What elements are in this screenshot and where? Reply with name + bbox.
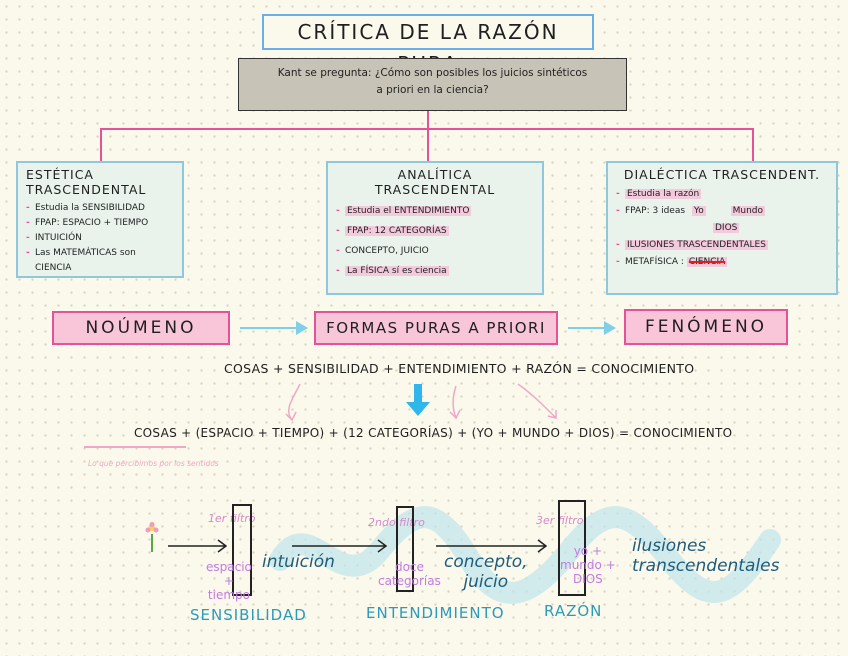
dialectica-item: ILUSIONES TRASCENDENTALES bbox=[616, 237, 828, 254]
filter-3 bbox=[558, 500, 586, 596]
pink-arrow-1 bbox=[285, 383, 301, 422]
question-line-2: a priori en la ciencia? bbox=[376, 84, 489, 96]
senses-note: Lo que percibimos por los sentidos bbox=[88, 459, 219, 468]
filter-1-content: espacio + tiempo bbox=[206, 560, 252, 602]
intuicion-word: intuición bbox=[262, 552, 335, 572]
filter-1-label: 1er filtro bbox=[208, 512, 256, 525]
page-title: CRÍTICA DE LA RAZÓN PURA bbox=[262, 14, 594, 76]
dialectica-item: Estudia la razón bbox=[616, 186, 828, 203]
blue-down-arrow bbox=[406, 384, 430, 416]
estetica-item: FPAP: ESPACIO + TIEMPO bbox=[26, 216, 174, 231]
panel-estetica-title: ESTÉTICA TRASCENDENTAL bbox=[26, 167, 147, 197]
estetica-item: Las MATEMÁTICAS son CIENCIA bbox=[26, 246, 174, 276]
panel-analitica-title: ANALÍTICA TRASCENDENTAL bbox=[374, 167, 496, 197]
connector-right bbox=[752, 128, 754, 162]
filter-2-name: ENTENDIMIENTO bbox=[366, 604, 505, 622]
arrow-head-2 bbox=[604, 321, 616, 335]
formas-puras-box: FORMAS PURAS A PRIORI bbox=[314, 311, 558, 345]
panel-dialectica: DIALÉCTICA TRASCENDENT. Estudia la razón… bbox=[606, 161, 838, 295]
pink-arrow-3 bbox=[517, 383, 557, 419]
central-question: Kant se pregunta: ¿Cómo son posibles los… bbox=[238, 58, 627, 111]
connector-middle bbox=[427, 128, 429, 162]
analitica-item: CONCEPTO, JUICIO bbox=[336, 241, 534, 261]
down-arrows bbox=[285, 383, 557, 422]
filter-3-content: yo + mundo + DIOS bbox=[560, 544, 616, 586]
pink-arrow-2 bbox=[449, 385, 461, 420]
filter-2-content: doce categorías bbox=[378, 560, 441, 588]
equation-1: COSAS + SENSIBILIDAD + ENTENDIMIENTO + R… bbox=[224, 361, 695, 376]
panel-dialectica-title: DIALÉCTICA TRASCENDENT. bbox=[623, 167, 821, 182]
panel-estetica: ESTÉTICA TRASCENDENTAL Estudia la SENSIB… bbox=[16, 161, 184, 278]
dialectica-item: METAFÍSICA : CIENCIA bbox=[616, 254, 828, 271]
filter-arrows bbox=[168, 539, 548, 553]
dialectica-item: FPAP: 3 ideas Yo Mundo DIOS bbox=[616, 203, 828, 237]
filter-1 bbox=[232, 504, 252, 596]
decorative-wave bbox=[270, 506, 781, 604]
connector-left bbox=[100, 128, 102, 162]
filter-1-name: SENSIBILIDAD bbox=[190, 606, 307, 624]
question-line-1: Kant se pregunta: ¿Cómo son posibles los… bbox=[277, 67, 588, 79]
analitica-item: Estudia el ENTENDIMIENTO bbox=[336, 201, 534, 221]
analitica-item: FPAP: 12 CATEGORÍAS bbox=[336, 221, 534, 241]
panel-analitica: ANALÍTICA TRASCENDENTAL Estudia el ENTEN… bbox=[326, 161, 544, 295]
arrow-head-1 bbox=[296, 321, 308, 335]
ilusiones-word: ilusiones transcendentales bbox=[632, 536, 780, 576]
equation-2: COSAS + (ESPACIO + TIEMPO) + (12 CATEGOR… bbox=[134, 426, 733, 440]
analitica-item: La FÍSICA sí es ciencia bbox=[336, 261, 534, 281]
arrow-formas-fenomeno bbox=[568, 327, 608, 329]
fenomeno-box: FENÓMENO bbox=[624, 309, 788, 345]
connector-vertical-main bbox=[427, 111, 429, 129]
equation-2-underline bbox=[84, 446, 186, 448]
arrow-noumeno-formas bbox=[240, 327, 300, 329]
filter-3-name: RAZÓN bbox=[544, 602, 603, 620]
flower-icon bbox=[145, 522, 159, 552]
concepto-word: concepto, juicio bbox=[444, 552, 528, 592]
filter-2 bbox=[396, 506, 414, 592]
estetica-item: INTUICIÓN bbox=[26, 231, 174, 246]
estetica-item: Estudia la SENSIBILIDAD bbox=[26, 201, 174, 216]
noumeno-box: NOÚMENO bbox=[52, 311, 230, 345]
